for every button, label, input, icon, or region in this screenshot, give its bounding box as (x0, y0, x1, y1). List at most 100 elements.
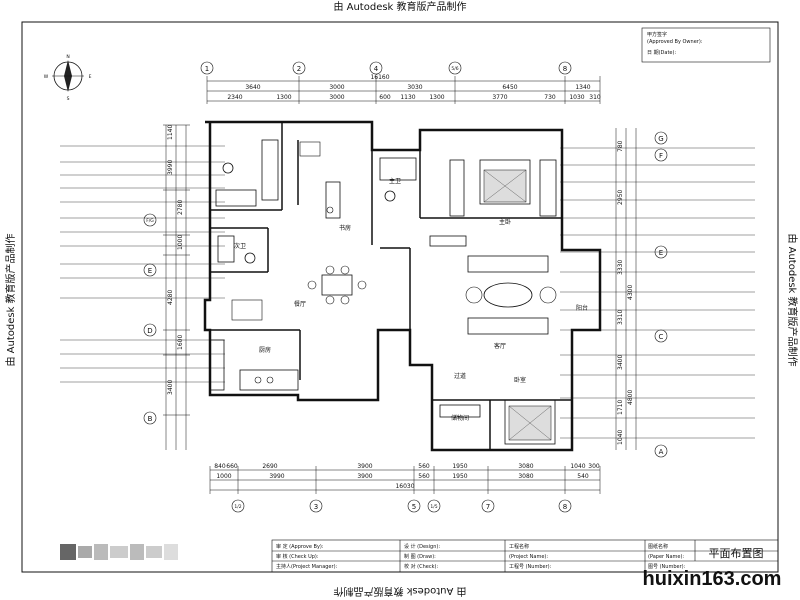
dim-bottom-mid-6: 3080 (518, 473, 533, 480)
tb-checked: 校 对 (Check): (404, 563, 438, 570)
grid-label-bottom-2: 3 (314, 503, 318, 511)
tb-paper-name-label: 图纸名称 (648, 543, 668, 550)
dim-top-total: 16160 (370, 74, 389, 81)
sheet-title: 平面布置图 (709, 547, 764, 560)
watermark-right: 由 Autodesk 教育版产品制作 (786, 233, 799, 366)
svg-text:N: N (66, 54, 69, 60)
north-arrow-icon: N W E S (44, 54, 92, 102)
dim-top-sub-10: 310 (589, 94, 601, 101)
right-grid-axes (654, 131, 668, 458)
grid-label-top-3: 4 (374, 65, 379, 73)
watermark-bottom: 由 Autodesk 教育版产品制作 (333, 585, 466, 598)
dim-bottom-mid-3: 3900 (357, 473, 372, 480)
grid-label-right-5: A (659, 448, 664, 456)
dim-right-9: 1040 (617, 430, 624, 445)
tb-project-en: (Project Name): (509, 554, 548, 560)
dim-left-3: 2780 (177, 200, 184, 215)
tb-paper-no: 图号 (Number): (648, 564, 686, 570)
left-dimension-lines (163, 124, 190, 450)
dim-top-sub-7: 3770 (492, 94, 507, 101)
room-label-second-bath: 次卫 (234, 242, 246, 250)
room-label-dining: 餐厅 (294, 300, 306, 308)
svg-text:(Approved By Owner):: (Approved By Owner): (647, 39, 703, 45)
dim-left-1: 1140 (167, 125, 174, 140)
tb-approval: 审 定 (Approve By): (276, 543, 324, 550)
right-annotation-leaders (560, 147, 755, 439)
room-label-bedroom-2: 书房 (339, 224, 351, 232)
svg-text:E: E (89, 74, 92, 80)
dim-bottom-sub-3: 2690 (262, 463, 277, 470)
dim-bottom-mid-2: 3990 (269, 473, 284, 480)
dim-top-sub-4: 600 (379, 94, 391, 101)
tb-project: 工程名称 (509, 543, 529, 550)
room-label-bedroom-3: 卧室 (514, 376, 526, 384)
dim-right-4: 3330 (617, 260, 624, 275)
grid-label-top-1: 1 (205, 65, 209, 73)
dim-bottom-sub-2: 660 (226, 463, 238, 470)
dim-left-2: 3990 (167, 160, 174, 175)
grid-label-bottom-3: 5 (412, 503, 416, 511)
grid-label-left-1: F/G (146, 218, 154, 224)
dim-bottom-sub-6: 1950 (452, 463, 467, 470)
svg-text:甲方签字: 甲方签字 (647, 31, 667, 38)
dim-left-4: 1000 (177, 235, 184, 250)
grid-label-bottom-4: 1/5 (430, 504, 437, 510)
dim-top-mid-3: 3030 (407, 84, 422, 91)
grid-label-top-5: 8 (563, 65, 567, 73)
watermark-left: 由 Autodesk 教育版产品制作 (4, 233, 17, 366)
dim-left-6: 1600 (177, 335, 184, 350)
room-label-kitchen: 厨房 (259, 346, 271, 354)
top-grid-axes (200, 61, 572, 75)
bottom-grid-axes (231, 499, 572, 513)
grid-label-bottom-1: 1/2 (234, 504, 241, 510)
dim-right-7: 3400 (617, 355, 624, 370)
dim-right-8: 1710 (617, 400, 624, 415)
dim-top-mid-1: 3640 (245, 84, 260, 91)
tb-manager: 主持人(Project Manager): (276, 563, 338, 570)
grid-label-left-3: D (147, 327, 152, 335)
grid-label-left-2: E (148, 267, 152, 275)
dim-bottom-sub-1: 840 (214, 463, 226, 470)
dim-top-sub-5: 1130 (400, 94, 415, 101)
grid-label-top-4: 5/6 (451, 66, 458, 72)
dim-bottom-mid-1: 1000 (216, 473, 231, 480)
svg-text:日 期(Date):: 日 期(Date): (647, 50, 676, 56)
room-label-storage: 储物间 (451, 414, 469, 422)
site-brand: huixin163.com (643, 568, 782, 590)
svg-text:S: S (67, 96, 70, 102)
room-label-master-bath: 主卫 (389, 177, 401, 185)
dim-right-6: 4800 (627, 390, 634, 405)
grid-label-right-3: E (659, 249, 663, 257)
bottom-dimension-lines (209, 466, 601, 494)
grid-label-top-2: 2 (297, 65, 301, 73)
dim-bottom-sub-4: 3900 (357, 463, 372, 470)
room-label-balcony: 阳台 (576, 304, 588, 312)
tb-job-no: 工程号 (Number): (509, 563, 552, 570)
tb-check: 审 核 (Check Up): (276, 553, 319, 560)
dim-top-sub-6: 1300 (429, 94, 444, 101)
tb-paper-name-en: (Paper Name): (648, 554, 684, 560)
dim-bottom-sub-9: 300 (588, 463, 600, 470)
room-label-living: 客厅 (494, 342, 506, 350)
grid-label-right-1: G (658, 135, 663, 143)
dim-top-sub-2: 1300 (276, 94, 291, 101)
room-label-bedroom-1: 主卧 (499, 218, 511, 226)
dim-right-2: 2950 (617, 190, 624, 205)
dim-bottom-sub-7: 3080 (518, 463, 533, 470)
title-block (271, 539, 779, 573)
approval-block: 甲方签字 (Approved By Owner): 日 期(Date): (641, 27, 771, 63)
left-annotation-leaders (60, 145, 225, 383)
dim-top-mid-4: 6450 (502, 84, 517, 91)
dim-bottom-sub-8: 1040 (570, 463, 585, 470)
right-dimension-lines (615, 128, 637, 450)
dim-right-5: 3310 (617, 310, 624, 325)
grid-label-bottom-5: 7 (486, 503, 490, 511)
top-dimension-lines (206, 76, 601, 104)
dim-top-sub-8: 730 (544, 94, 556, 101)
dim-top-mid-5: 1340 (575, 84, 590, 91)
dim-bottom-mid-5: 1950 (452, 473, 467, 480)
dim-top-sub-1: 2340 (227, 94, 242, 101)
dim-bottom-mid-7: 540 (577, 473, 589, 480)
dim-left-7: 3400 (167, 380, 174, 395)
